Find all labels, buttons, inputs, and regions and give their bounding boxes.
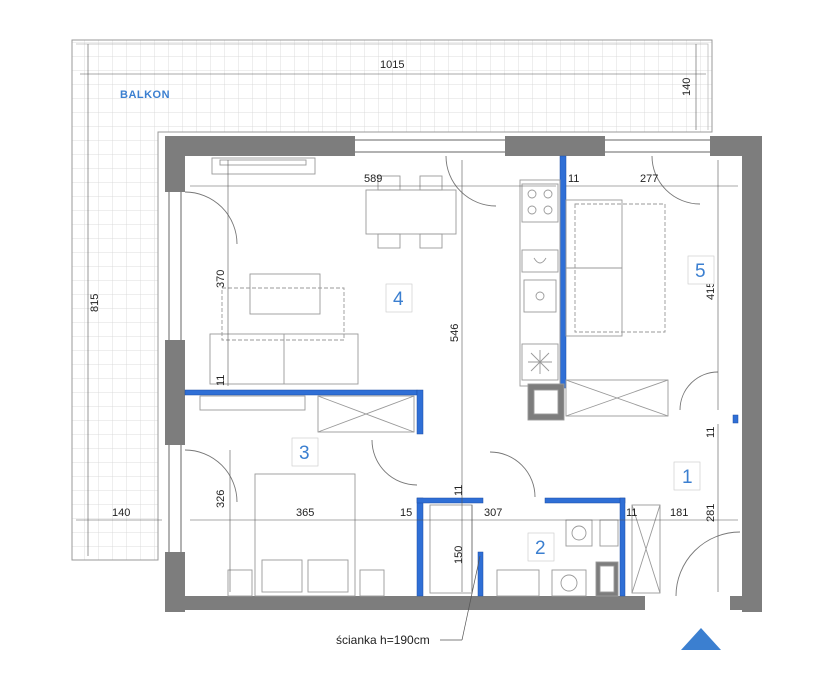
dim-living-width: 589 [364,173,382,185]
partition-note: ścianka h=190cm [336,555,481,647]
north-arrow-icon [681,628,721,650]
windows [168,139,710,552]
room-number-4: 4 [393,289,404,310]
bathroom-fixtures [496,519,619,597]
stove-icon [521,183,559,223]
dim-balcony-height: 815 [89,294,101,312]
dim-balcony-depth: 140 [681,78,693,96]
dim-shower-depth: 150 [453,546,465,564]
partition-height-note: ścianka h=190cm [336,633,430,647]
dim-bath-top-wall: 11 [453,485,465,496]
dim-center-height: 546 [449,324,461,342]
dim-living-height: 370 [215,270,227,288]
furniture [199,157,669,597]
dim-bath-left-wall: 15 [400,507,412,519]
toilet-icon [565,519,593,547]
balcony: BALKON [71,39,713,561]
dim-hall-width: 181 [670,507,688,519]
fridge-icon [521,343,559,381]
dim-room3-height: 326 [215,490,227,508]
dim-wall-3-4: 11 [215,375,227,386]
sink-icon [521,249,559,313]
room-number-1: 1 [682,467,693,488]
dim-room3-width: 365 [296,507,314,519]
room-number-2: 2 [535,538,546,559]
dim-hall-top-wall: 11 [705,427,717,438]
dim-room5-height: 415 [705,282,717,300]
room-number-3: 3 [299,443,310,464]
dim-hall-height: 281 [705,504,717,522]
exterior-walls [165,136,762,612]
room-numbers: 1 2 3 4 5 [291,255,715,562]
balcony-label: BALKON [120,89,170,101]
dim-kitchen-partition: 11 [568,173,579,185]
room-number-5: 5 [695,261,706,282]
balcony-floor [71,39,713,561]
dimension-lines [76,44,738,592]
dimension-labels: 1015 140 815 140 589 11 277 370 546 415 … [89,59,717,564]
dim-bath-width: 307 [484,507,502,519]
dim-bath-right-wall: 11 [626,507,637,519]
partitions [184,155,739,597]
kitchen-counter [519,179,565,421]
dim-balcony-left: 140 [112,507,130,519]
door-arcs [184,155,741,597]
dim-room5-width: 277 [640,173,658,185]
washing-machine-icon [551,569,587,597]
dim-balcony-width: 1015 [380,59,404,71]
